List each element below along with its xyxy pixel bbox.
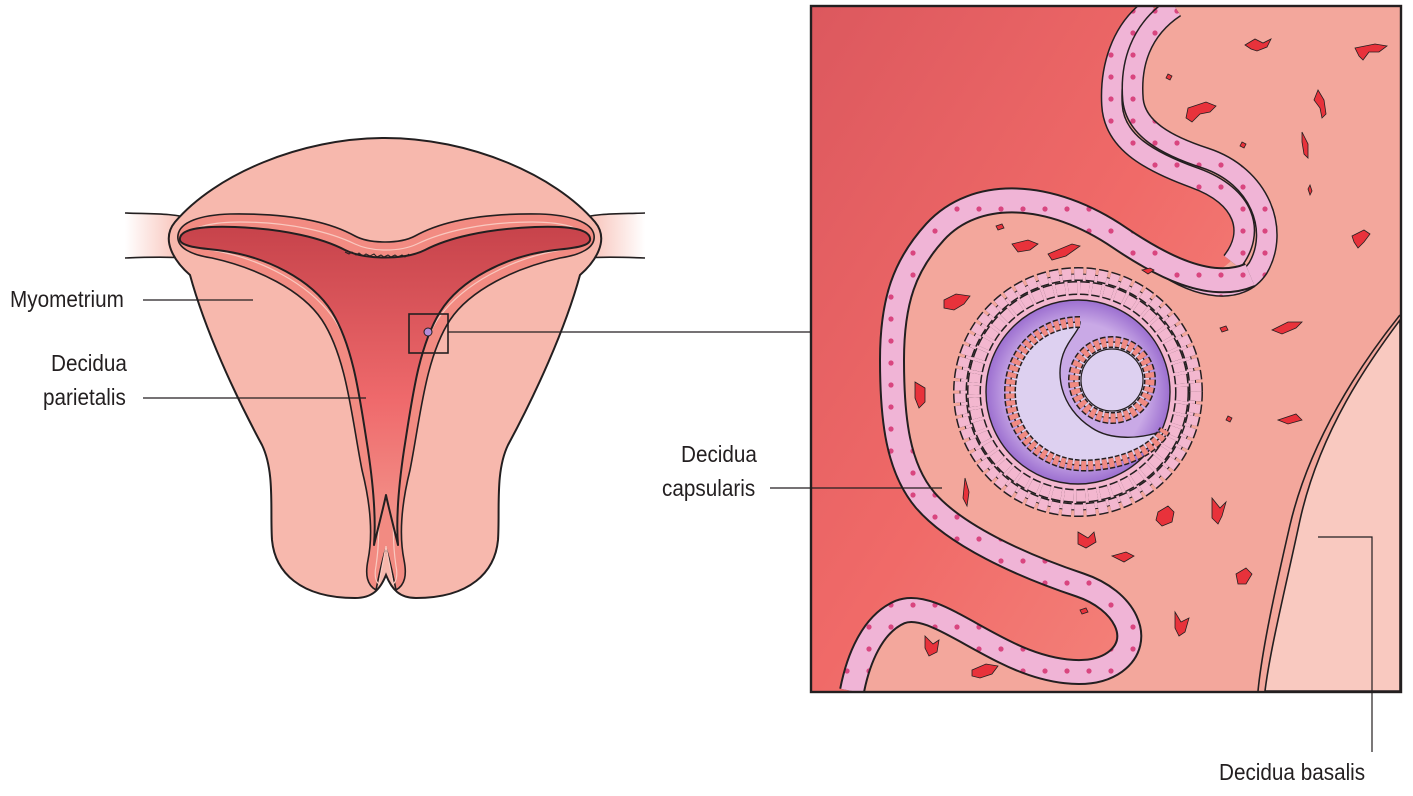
- decidua-basalis-leader: [1318, 536, 1373, 752]
- blastocyst: [953, 267, 1203, 517]
- label-myometrium: Myometrium: [10, 286, 124, 312]
- label-decidua-parietalis-line2: parietalis: [43, 384, 126, 410]
- implantation-site-dot: [423, 327, 433, 337]
- blood-vessels: [914, 38, 1388, 679]
- uterus-illustration: [124, 136, 812, 600]
- magnified-view: [812, 7, 1400, 691]
- magnified-region-box: [408, 313, 449, 354]
- label-decidua-capsularis-line2: capsularis: [662, 475, 756, 501]
- label-decidua-capsularis-line1: Decidua: [681, 441, 757, 467]
- decidua-basalis-region: [1264, 318, 1400, 691]
- label-decidua-basalis: Decidua basalis: [1219, 759, 1366, 785]
- uterine-lumen: [812, 7, 1242, 691]
- label-decidua-parietalis-line1: Decidua: [51, 350, 127, 376]
- magnified-view-frame: [809, 4, 1403, 694]
- uterine-cavity: [178, 225, 592, 546]
